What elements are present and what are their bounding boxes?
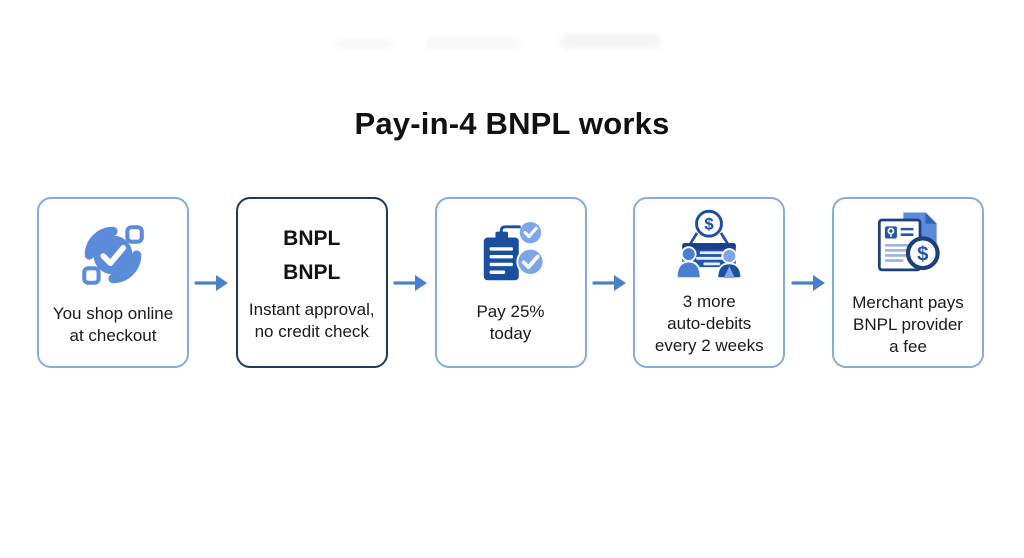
step-label: You shop online at checkout [53,303,173,347]
flow-arrow-cell [189,197,236,368]
flow-arrow-cell [587,197,634,368]
right-arrow-icon [194,274,229,291]
step-label-line: auto-debits [667,314,752,334]
right-arrow-icon [592,274,626,291]
step-label-line: today [489,324,532,343]
faint-artifact [560,34,660,49]
flow-arrow-cell [388,197,435,368]
flow-step-pay-today: Pay 25% today [434,197,587,368]
step-label-line: Merchant pays [852,293,964,313]
clipboard-checks-icon [483,222,545,281]
auto-debit-people-icon: $ [676,210,743,280]
step-label-line: at checkout [69,326,157,345]
step-label: 3 more auto-debits every 2 weeks [655,291,764,356]
flow-step-shop: You shop online at checkout [37,197,189,368]
flow-step-merchant-fee: $ Merchant pays BNPL provider a fee [832,197,984,368]
faint-artifact [425,37,521,49]
right-arrow-icon [393,274,428,291]
step-label: Pay 25% today [476,301,544,345]
step-label-line: Pay 25% [476,302,545,322]
step-heading-line: BNPL [283,227,341,251]
step-label-line: every 2 weeks [654,335,764,355]
step-heading-line: BNPL [283,261,341,285]
step-label-line: no credit check [254,322,369,341]
step-label-line: 3 more [682,292,736,312]
step-label-line: a fee [889,336,927,356]
flow-arrow-cell [785,197,832,368]
step-heading: BNPL BNPL [283,228,340,283]
dollar-glyph: $ [917,244,929,266]
dollar-glyph: $ [705,215,714,234]
step-label-line: You shop online [52,304,174,324]
step-label: Instant approval, no credit check [249,299,375,343]
sync-check-icon [82,225,144,286]
flow-step-bnpl-approval: BNPL BNPL Instant approval, no credit ch… [235,197,388,368]
flow-step-auto-debits: $ 3 more auto-debits every 2 weeks [633,197,786,368]
faint-artifact-row [335,33,675,53]
step-label-line: Instant approval, [248,300,375,320]
flow-row: You shop online at checkout BNPL BNPL In… [37,197,984,368]
step-label: Merchant pays BNPL provider a fee [852,292,964,357]
step-label-line: BNPL provider [853,315,963,335]
page-title: Pay-in-4 BNPL works [354,106,670,141]
right-arrow-icon [791,274,825,291]
invoice-dollar-icon: $ [877,212,940,272]
faint-artifact [335,39,393,49]
